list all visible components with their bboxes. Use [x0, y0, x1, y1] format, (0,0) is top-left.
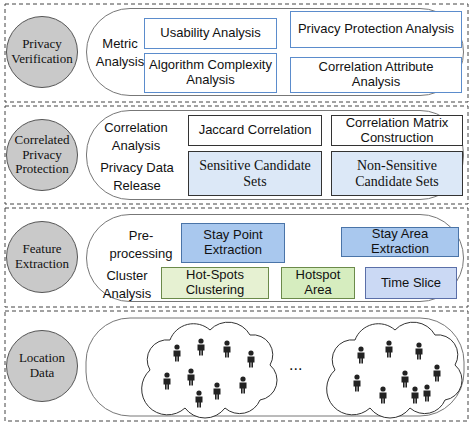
person-icon — [416, 342, 423, 359]
node-text: Privacy Protection Analysis — [298, 22, 454, 37]
node-text: Feature Extraction — [11, 242, 73, 272]
layer-frame — [5, 4, 468, 102]
process-box: Correlation Matrix Construction — [331, 115, 463, 146]
cluster-box: Hot-Spots Clustering — [161, 267, 269, 299]
cluster-box: Time Slice — [365, 267, 457, 299]
person-icon — [402, 370, 409, 387]
layer-frame — [5, 311, 468, 421]
layer-frame — [5, 106, 468, 204]
person-icon — [434, 364, 441, 381]
node-text: Jaccard Correlation — [199, 123, 312, 138]
layer-frame — [5, 208, 468, 307]
metric-box: Usability Analysis — [144, 18, 277, 49]
person-icon — [174, 344, 181, 361]
person-icon — [164, 372, 171, 389]
metric-box: Privacy Protection Analysis — [290, 11, 462, 48]
group-heading: Correlation Analysis — [89, 119, 183, 154]
node-text: Stay Point Extraction — [185, 228, 281, 257]
person-icon — [196, 390, 203, 407]
person-icon — [358, 346, 365, 363]
node-text: Time Slice — [381, 276, 441, 291]
person-icon — [380, 386, 387, 403]
node-text: Correlated Privacy Protection — [11, 133, 73, 178]
node-text: Usability Analysis — [160, 26, 260, 41]
group-heading: Cluster Analysis — [97, 267, 157, 302]
group-heading: Metric Analysis — [89, 35, 151, 70]
process-box: Stay Area Extraction — [341, 227, 459, 257]
crowd-cloud — [327, 322, 462, 418]
layer-pill: Pre-processingCluster Analysis Stay Point… — [86, 214, 464, 302]
process-box: Jaccard Correlation — [188, 115, 322, 146]
layer-circle: Location Data — [6, 330, 78, 402]
layer-pill: Metric Analysis Usability Analysis Privacy… — [86, 8, 464, 96]
person-icon — [412, 386, 419, 403]
layer-pill: Correlation AnalysisPrivacy Data Release… — [86, 110, 464, 200]
candidate-set-box: Sensitive Candidate Sets — [188, 151, 322, 196]
person-icon — [214, 382, 221, 399]
person-icon — [424, 384, 431, 401]
cluster-box: Hotspot Area — [281, 267, 355, 299]
node-text: Sensitive Candidate Sets — [192, 158, 318, 189]
node-text: Hotspot Area — [285, 268, 351, 297]
person-icon — [198, 338, 205, 355]
person-icon — [386, 340, 393, 357]
node-text: Location Data — [11, 351, 73, 381]
metric-box: Correlation Attribute Analysis — [290, 57, 462, 93]
group-heading: Pre-processing — [105, 227, 177, 262]
node-text: Hot-Spots Clustering — [165, 268, 265, 297]
node-text: Non-Sensitive Candidate Sets — [335, 158, 459, 189]
node-text: Stay Area Extraction — [345, 227, 455, 256]
node-text: Privacy Verification — [11, 37, 73, 67]
candidate-set-box: Non-Sensitive Candidate Sets — [331, 151, 463, 196]
ellipsis-label: ... — [289, 356, 302, 374]
layer-circle: Correlated Privacy Protection — [6, 119, 78, 191]
person-icon — [188, 368, 195, 385]
layer-circle: Privacy Verification — [6, 16, 78, 88]
layer-circle: Feature Extraction — [6, 221, 78, 293]
person-icon — [224, 340, 231, 357]
process-box: Stay Point Extraction — [181, 223, 285, 263]
crowd-cloud — [142, 322, 277, 418]
person-icon — [354, 374, 361, 391]
node-text: Algorithm Complexity Analysis — [148, 58, 273, 87]
node-text: Correlation Attribute Analysis — [294, 60, 458, 89]
group-heading: Privacy Data Release — [89, 159, 185, 194]
person-icon — [248, 350, 255, 367]
metric-box: Algorithm Complexity Analysis — [144, 53, 277, 93]
node-text: Correlation Matrix Construction — [335, 116, 459, 145]
person-icon — [240, 376, 247, 393]
